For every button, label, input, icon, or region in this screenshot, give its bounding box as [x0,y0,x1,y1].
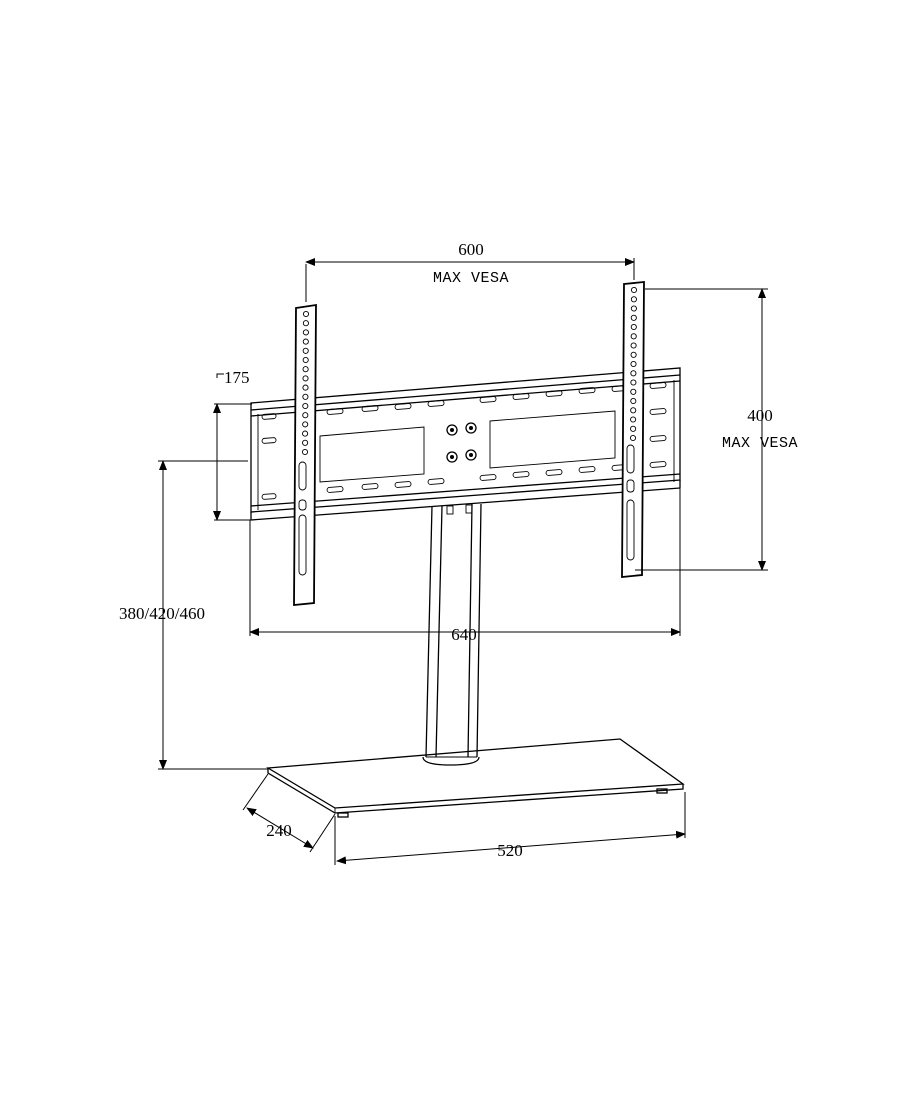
arm-hole [630,416,637,423]
arm-hole [630,286,638,294]
height-options-value: 380/420/460 [119,604,205,623]
arm-hole [302,347,309,354]
dimension-plate-height: 175 [213,368,252,521]
dimension-base-width: 520 [334,792,686,865]
plate-slots-top [261,382,667,444]
plate-slots-bottom [261,408,667,500]
arm-hole [630,360,637,368]
arm-hole [630,333,637,340]
vesa-height-caption: MAX VESA [722,435,798,452]
arm-hole [302,356,309,364]
arm-hole [630,407,637,414]
dimension-plate-width: 640 [249,488,681,644]
arm-hole [629,434,637,442]
base-depth-value: 240 [266,821,292,840]
arm-hole [302,310,310,318]
vesa-width-value: 600 [458,240,484,259]
stand-base [265,738,685,818]
dimension-vesa-height: 400 MAX VESA [635,288,798,571]
arm-hole [630,296,637,303]
arm-hole [630,314,637,321]
arm-hole [630,425,637,432]
dimension-base-depth: 240 [242,773,336,853]
vesa-height-value: 400 [747,406,773,425]
arm-hole [302,439,309,446]
arm-hole [630,305,637,312]
dimension-vesa-width: 600 MAX VESA [305,240,635,302]
arm-hole [302,384,309,391]
arm-hole [302,375,309,382]
vesa-arm-right [621,281,645,578]
base-width-value: 520 [497,841,523,860]
arm-hole [302,393,309,400]
arm-hole [302,366,309,373]
arm-hole [630,388,637,395]
mounting-plate [250,367,681,521]
dimension-height-options: 380/420/460 [119,460,268,770]
arm-hole [630,379,637,386]
arm-hole [302,421,309,428]
plate-width-value: 640 [451,625,477,644]
arm-hole [302,402,309,410]
plate-height-value: 175 [224,368,250,387]
vesa-arm-left [293,303,317,606]
arm-hole [630,323,637,331]
arm-hole [302,430,309,437]
arm-hole [630,351,637,358]
arm-hole [630,370,637,377]
arm-hole [630,342,637,349]
arm-hole [301,448,309,456]
arm-hole [302,338,309,345]
vesa-width-caption: MAX VESA [433,270,509,287]
center-bolts [446,422,477,463]
arm-hole [302,320,309,327]
arm-hole [630,397,637,405]
arm-hole [302,412,309,419]
arm-hole [302,329,309,336]
